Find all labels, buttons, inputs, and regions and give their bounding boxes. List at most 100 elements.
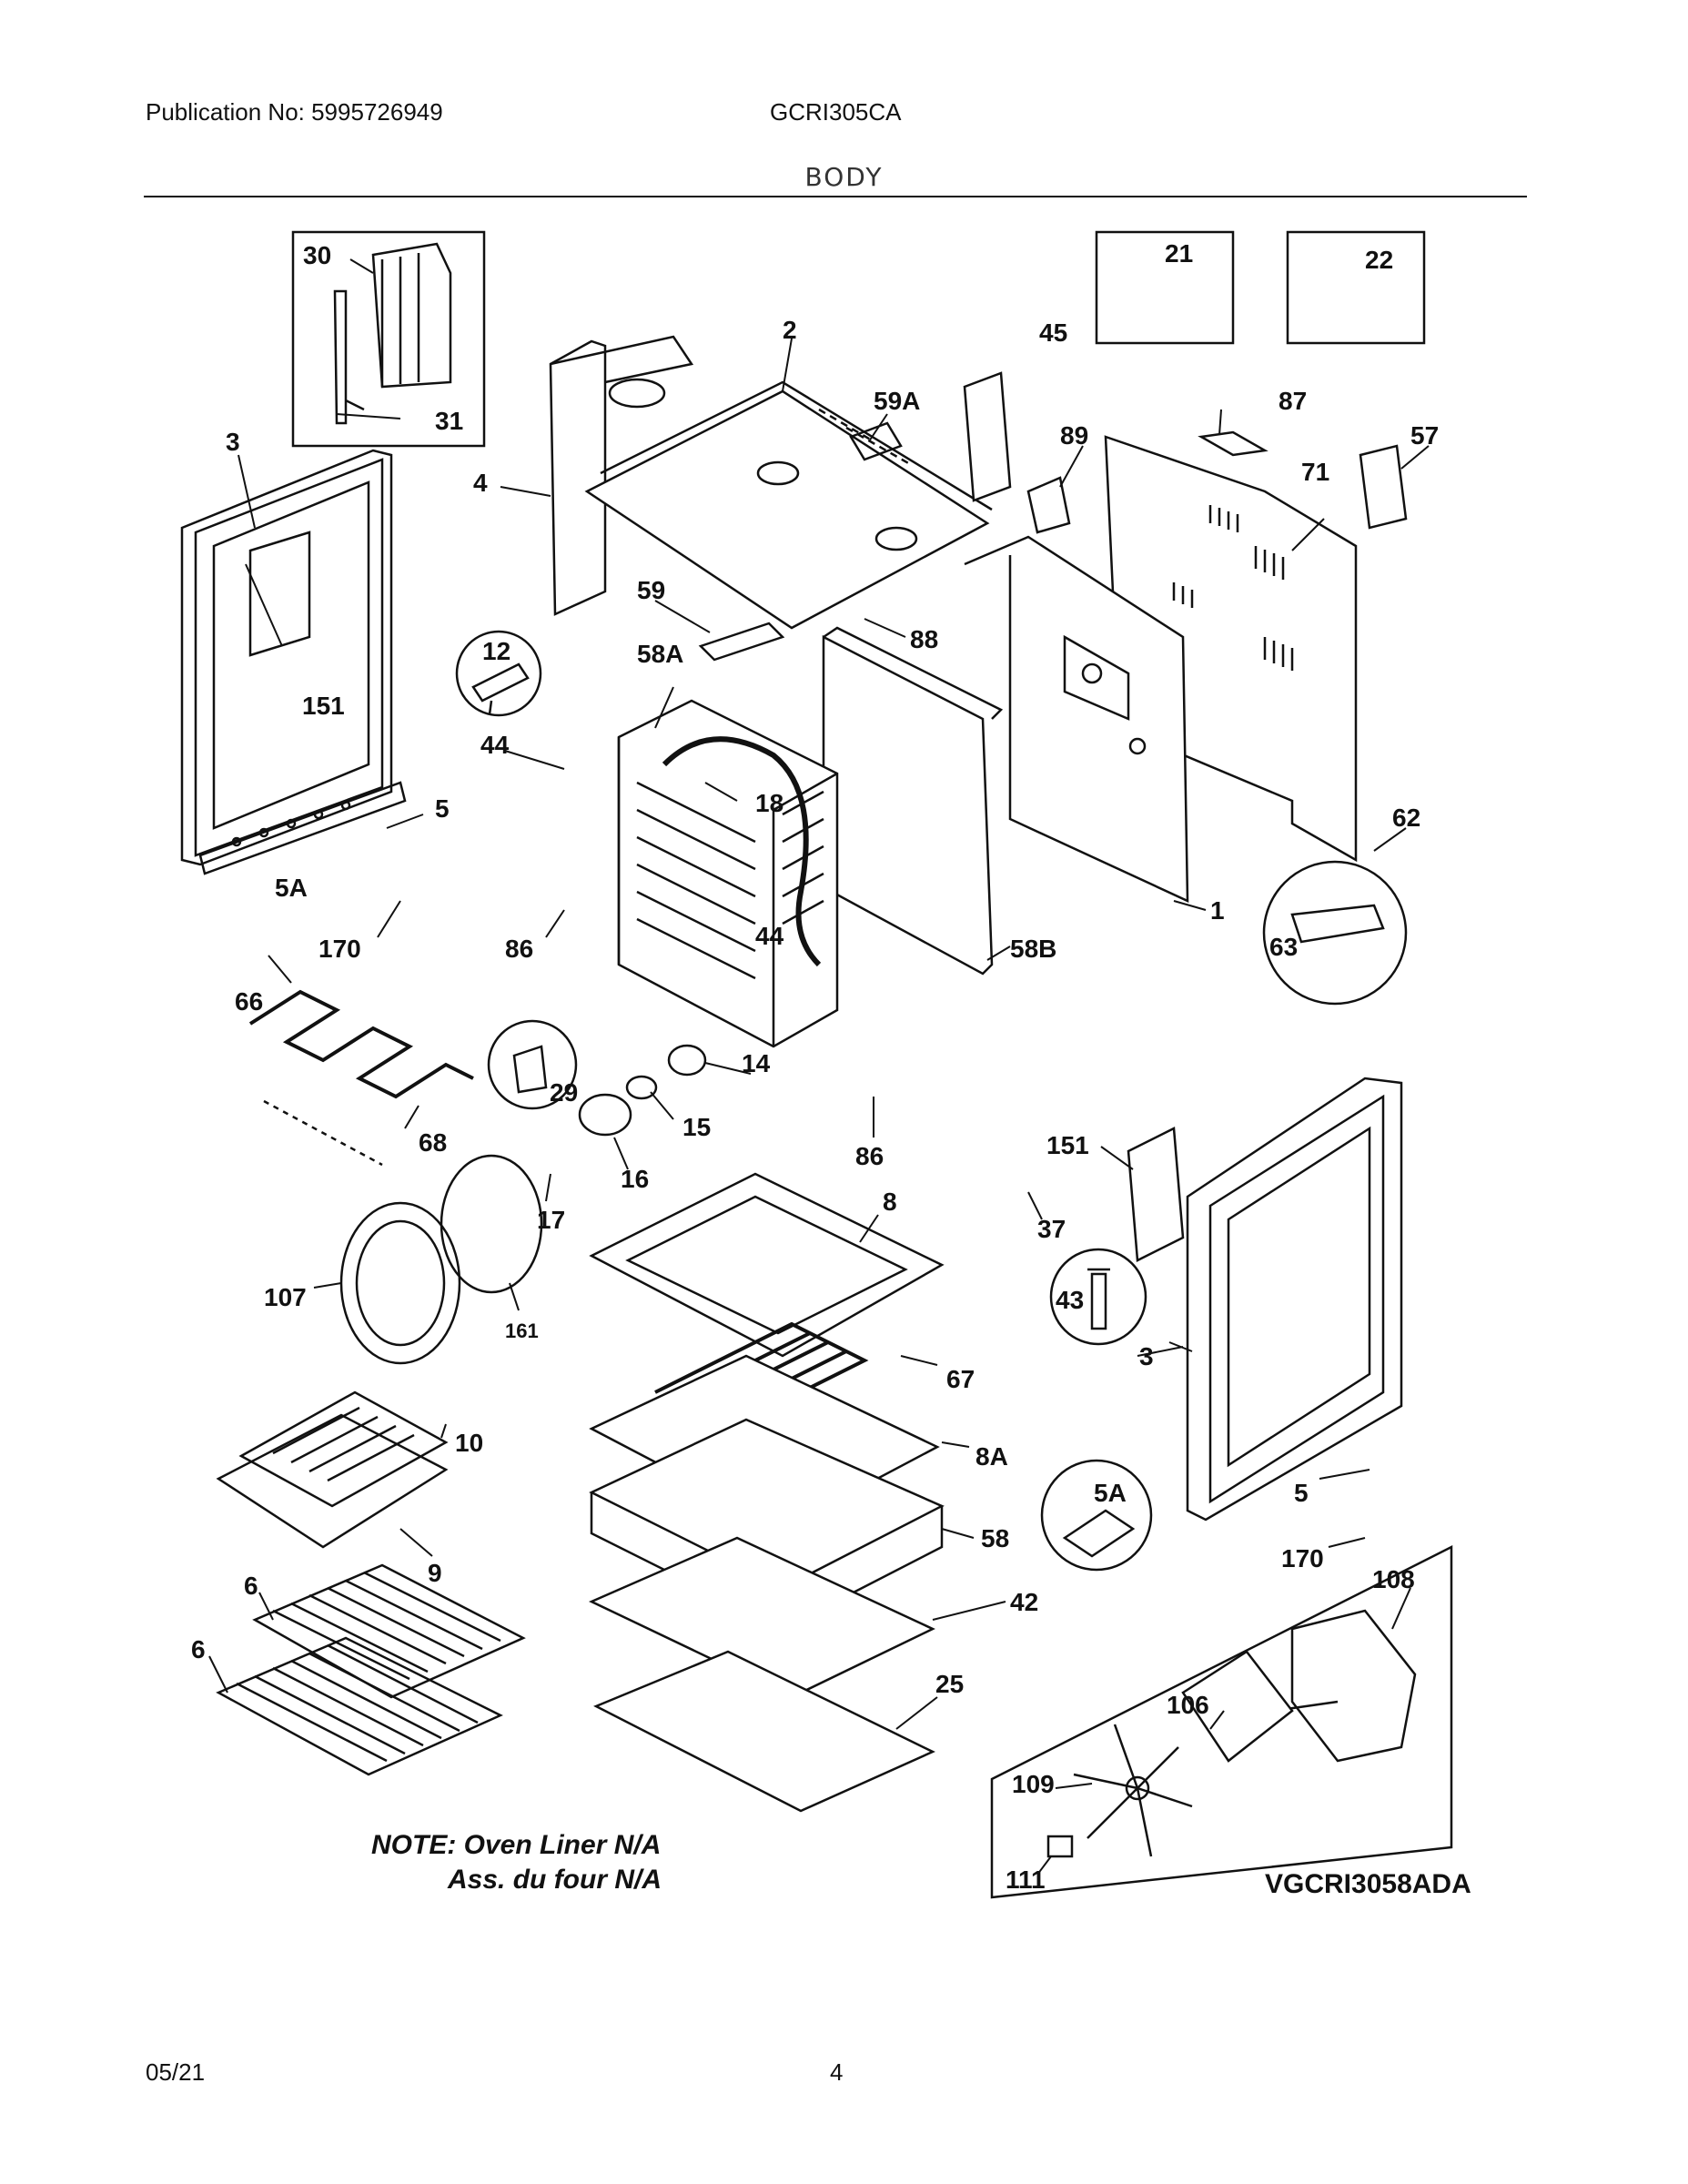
callout-86-right: 86 bbox=[855, 1142, 884, 1170]
callout-151-left: 151 bbox=[302, 692, 345, 720]
bracket-68 bbox=[263, 1099, 383, 1167]
callout-2: 2 bbox=[783, 316, 797, 344]
back-panel-4 bbox=[549, 335, 694, 616]
model-number: GCRI305CA bbox=[770, 98, 902, 126]
callout-161: 161 bbox=[505, 1320, 539, 1342]
callout-5-left: 5 bbox=[435, 794, 450, 823]
callout-58B: 58B bbox=[1010, 935, 1056, 963]
broiler-pan-9 bbox=[216, 1413, 449, 1549]
callout-17: 17 bbox=[537, 1206, 565, 1234]
callout-88: 88 bbox=[910, 625, 938, 653]
top-plate-2 bbox=[584, 378, 993, 630]
callout-151-right: 151 bbox=[1046, 1131, 1089, 1159]
callout-63: 63 bbox=[1269, 933, 1298, 961]
callout-43: 43 bbox=[1056, 1286, 1084, 1314]
lamp-socket-14 bbox=[667, 1044, 707, 1077]
callout-3-right: 3 bbox=[1139, 1342, 1154, 1370]
callout-59A: 59A bbox=[874, 387, 920, 415]
oven-cavity bbox=[617, 699, 839, 1048]
panel-25 bbox=[593, 1650, 935, 1813]
callout-21: 21 bbox=[1165, 239, 1193, 268]
vent-59 bbox=[698, 622, 785, 662]
callout-12: 12 bbox=[482, 637, 510, 665]
callout-170-left: 170 bbox=[318, 935, 361, 963]
callout-58: 58 bbox=[981, 1524, 1009, 1552]
lamp-cover-16 bbox=[578, 1093, 632, 1137]
callout-44-upper: 44 bbox=[480, 731, 510, 759]
callout-5-right: 5 bbox=[1294, 1479, 1309, 1507]
callout-67: 67 bbox=[946, 1365, 975, 1393]
fan-blade-109 bbox=[1073, 1724, 1193, 1857]
part-57 bbox=[1359, 444, 1408, 530]
callout-31: 31 bbox=[435, 407, 463, 435]
callout-111: 111 bbox=[1006, 1866, 1046, 1894]
hinge-bracket-151 bbox=[1127, 1127, 1185, 1262]
callout-8A: 8A bbox=[975, 1442, 1008, 1471]
lamp-15 bbox=[625, 1075, 658, 1100]
callout-59: 59 bbox=[637, 576, 665, 604]
detail-circle-29 bbox=[487, 1019, 578, 1110]
callout-10: 10 bbox=[455, 1429, 483, 1457]
callout-5A-left: 5A bbox=[275, 874, 308, 902]
callout-37: 37 bbox=[1037, 1215, 1066, 1243]
callout-170-right: 170 bbox=[1281, 1544, 1324, 1572]
callout-5A-right: 5A bbox=[1094, 1479, 1127, 1507]
callout-9: 9 bbox=[428, 1559, 442, 1587]
bracket-part-30 bbox=[333, 242, 452, 425]
callout-6-upper: 6 bbox=[244, 1572, 258, 1600]
oven-bottom-8 bbox=[589, 1172, 945, 1358]
nut-111 bbox=[1046, 1835, 1074, 1858]
callout-58A: 58A bbox=[637, 640, 683, 668]
callout-45: 45 bbox=[1039, 318, 1067, 347]
callout-16: 16 bbox=[621, 1165, 649, 1193]
callout-108: 108 bbox=[1372, 1565, 1415, 1593]
part-29 bbox=[512, 1045, 548, 1094]
callout-57: 57 bbox=[1410, 421, 1439, 450]
callout-30: 30 bbox=[303, 241, 331, 269]
callout-4: 4 bbox=[473, 469, 488, 497]
callout-18: 18 bbox=[755, 789, 783, 817]
detail-circle-43 bbox=[1049, 1248, 1147, 1346]
note-line-2: Ass. du four N/A bbox=[447, 1865, 662, 1895]
callout-22: 22 bbox=[1365, 246, 1393, 274]
insulation-58A bbox=[662, 736, 822, 967]
sensor-part-12 bbox=[471, 662, 530, 715]
footer-page-number: 4 bbox=[830, 2058, 844, 2086]
callout-labels: 30 31 3 4 2 59A 45 21 22 87 89 57 71 59 … bbox=[191, 239, 1439, 1894]
callout-71: 71 bbox=[1301, 458, 1329, 486]
element-ring-161 bbox=[440, 1154, 543, 1294]
callout-25: 25 bbox=[935, 1670, 964, 1698]
back-wall-1 bbox=[964, 535, 1189, 903]
detail-circle-62 bbox=[1262, 860, 1408, 1006]
part-89 bbox=[1026, 476, 1071, 534]
inset-box-30-31 bbox=[291, 230, 486, 448]
section-title: BODY bbox=[804, 162, 884, 192]
callout-86-left: 86 bbox=[505, 935, 533, 963]
terminal-block-62 bbox=[1290, 904, 1385, 944]
part-87 bbox=[1198, 430, 1269, 457]
mount-plate-106 bbox=[1181, 1650, 1294, 1763]
detail-circle-5A bbox=[1040, 1459, 1153, 1572]
callout-8: 8 bbox=[883, 1188, 897, 1216]
inset-box-21 bbox=[1095, 230, 1235, 345]
broiler-grid-10 bbox=[238, 1390, 449, 1508]
publication-number: Publication No: 5995726949 bbox=[146, 98, 443, 126]
callout-15: 15 bbox=[682, 1113, 711, 1141]
screw-43 bbox=[1087, 1268, 1110, 1330]
callout-89: 89 bbox=[1060, 421, 1088, 450]
diagram-code: VGCRI3058ADA bbox=[1265, 1869, 1471, 1899]
side-panel-right bbox=[1186, 1077, 1403, 1522]
footer-date: 05/21 bbox=[146, 2058, 206, 2086]
header-rule bbox=[144, 196, 1527, 197]
insulation-58B bbox=[822, 626, 1004, 976]
callout-14: 14 bbox=[742, 1049, 771, 1077]
callout-109: 109 bbox=[1012, 1770, 1055, 1798]
bracket-45 bbox=[963, 371, 1012, 502]
broil-element-66 bbox=[248, 989, 474, 1099]
leveler-5A bbox=[1062, 1509, 1136, 1558]
vent-59A bbox=[849, 421, 903, 461]
callout-62: 62 bbox=[1392, 804, 1420, 832]
callout-87: 87 bbox=[1279, 387, 1307, 415]
note-line-1: NOTE: Oven Liner N/A bbox=[371, 1830, 661, 1860]
